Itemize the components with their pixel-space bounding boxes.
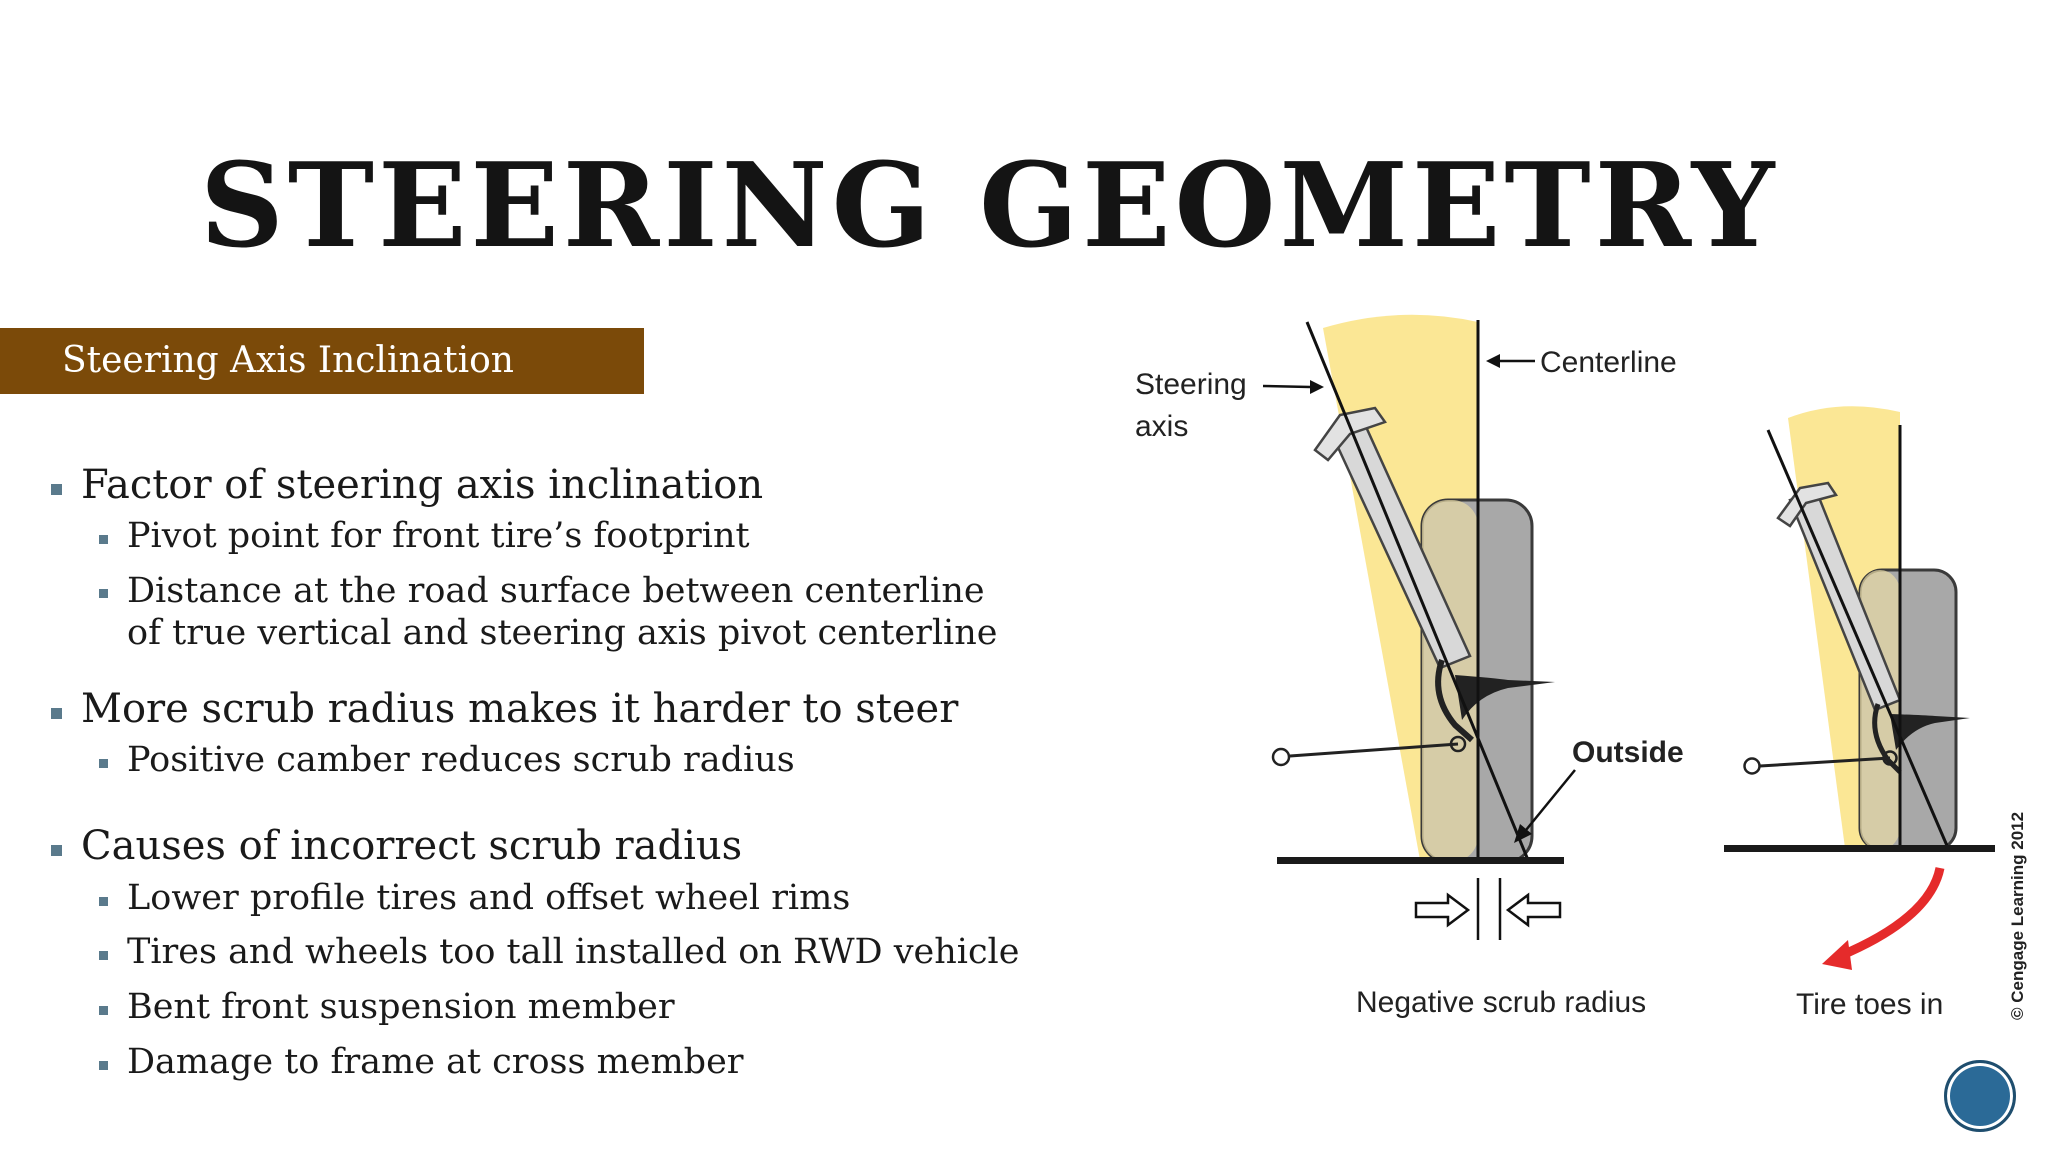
- copyright-notice: © Cengage Learning 2012: [2008, 812, 2027, 1020]
- control-arm-right: [1759, 756, 1891, 768]
- left-diagram: [1262, 314, 1576, 940]
- knuckle-right: [1872, 703, 1902, 774]
- bullet-item: Factor of steering axis inclination: [50, 462, 764, 508]
- ground-right: [1724, 845, 1995, 852]
- label-outside: Outside: [1572, 736, 1684, 769]
- strut-mount-left: [1313, 406, 1387, 462]
- hub-left: [1455, 675, 1555, 720]
- sub-bullet-continuation: of true vertical and steering axis pivot…: [127, 613, 998, 653]
- bullet-item: More scrub radius makes it harder to ste…: [50, 686, 959, 732]
- ball-joint-right: [1882, 750, 1898, 766]
- sub-bullet-item: Bent front suspension member: [99, 987, 675, 1027]
- arm-pivot-right: [1743, 757, 1761, 775]
- caption-tire-toes-in: Tire toes in: [1796, 988, 1943, 1021]
- caption-negative-scrub-radius: Negative scrub radius: [1356, 986, 1646, 1019]
- section-banner: Steering Axis Inclination: [0, 328, 644, 394]
- presentation-logo-icon: [1944, 1060, 2016, 1132]
- label-steering: Steering: [1135, 368, 1247, 401]
- outside-leader-arrow-icon: [1514, 824, 1532, 843]
- sub-bullet-item: Pivot point for front tire’s footprint: [99, 516, 750, 556]
- toe-in-arrow: [1838, 866, 1945, 961]
- sub-bullet-item: Damage to frame at cross member: [99, 1042, 744, 1082]
- outside-leader: [1525, 769, 1576, 831]
- ground-left: [1277, 857, 1564, 864]
- ball-joint-left: [1449, 735, 1467, 753]
- centerline-leader-arrow-icon: [1486, 354, 1500, 368]
- right-diagram: [1724, 406, 1995, 970]
- sub-bullet-item: Distance at the road surface between cen…: [99, 571, 985, 611]
- arm-pivot-left: [1271, 747, 1291, 767]
- control-arm-left: [1289, 742, 1459, 758]
- steering-leader-arrow-icon: [1310, 380, 1324, 394]
- sub-bullet-item: Positive camber reduces scrub radius: [99, 740, 795, 780]
- sub-bullet-item: Tires and wheels too tall installed on R…: [98, 932, 1020, 972]
- label-centerline: Centerline: [1540, 346, 1677, 379]
- toe-in-arrow-head-icon: [1822, 940, 1852, 970]
- bullet-item: Causes of incorrect scrub radius: [50, 823, 743, 869]
- label-axis: axis: [1135, 410, 1188, 443]
- steering-leader: [1262, 384, 1311, 389]
- steering-axis-line-right: [1766, 429, 1950, 849]
- sub-bullet-item: Lower profile tires and offset wheel rim…: [98, 878, 851, 918]
- knuckle-left: [1435, 659, 1474, 743]
- slide-title: STEERING GEOMETRY: [200, 138, 1779, 274]
- steering-axis-line: [1305, 321, 1530, 861]
- hub-right: [1890, 714, 1970, 750]
- strut-mount-right: [1776, 481, 1839, 528]
- scrub-arrow-left-icon: [1505, 892, 1562, 928]
- scrub-radius-diagram: Steering axis Centerline Outside Negativ…: [1135, 314, 2027, 1021]
- scrub-arrow-right-icon: [1414, 892, 1471, 928]
